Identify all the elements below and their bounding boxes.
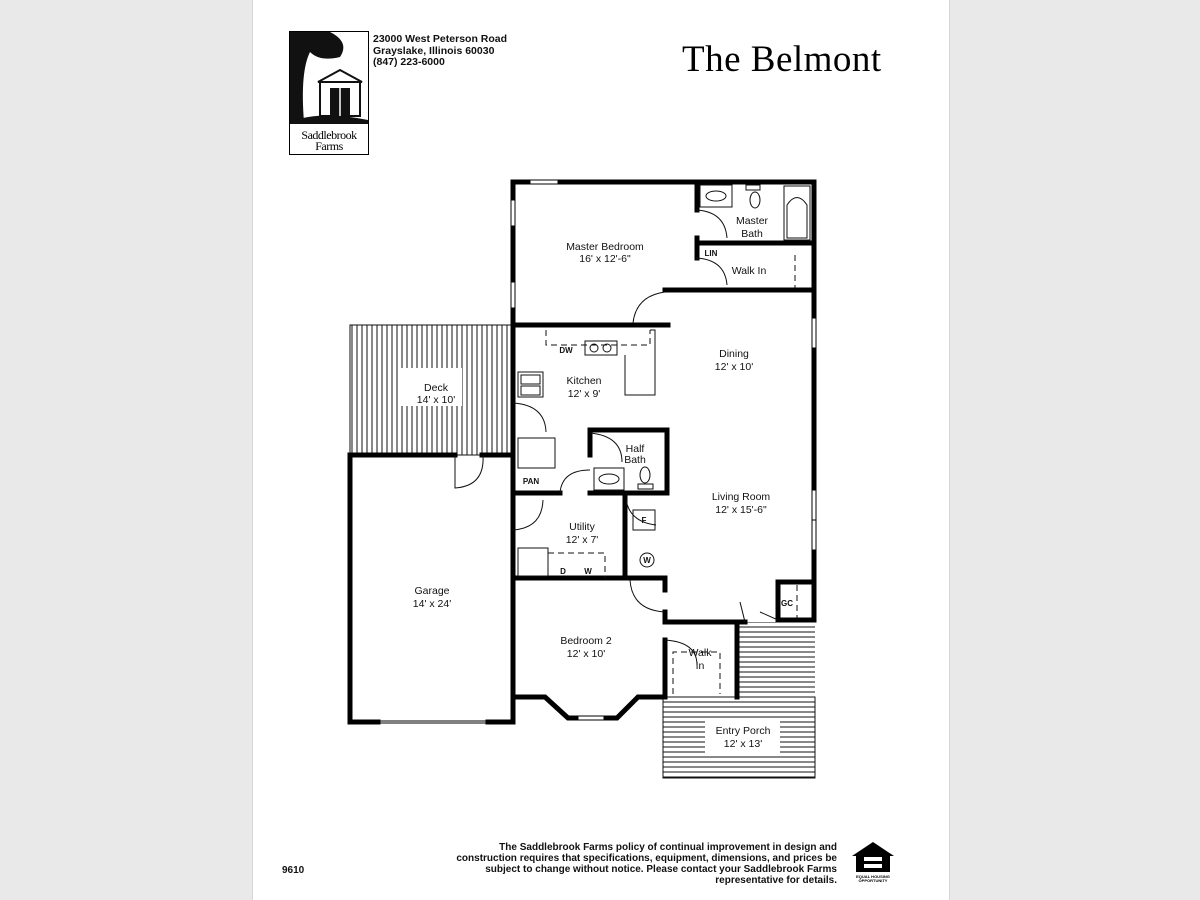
pantry-label: PAN bbox=[523, 477, 540, 486]
walls bbox=[347, 179, 817, 725]
master-bedroom-size: 16' x 12'-6" bbox=[579, 253, 631, 265]
kitchen-label: Kitchen bbox=[566, 375, 601, 387]
master-bath-label: Master bbox=[736, 215, 769, 227]
living-room-size: 12' x 15'-6" bbox=[715, 504, 767, 516]
utility-size: 12' x 7' bbox=[566, 534, 599, 546]
kitchen-size: 12' x 9' bbox=[568, 388, 601, 400]
walk-in-master-label: Walk In bbox=[732, 265, 767, 277]
furnace-label: F bbox=[642, 516, 647, 525]
walk-in-bed2-label-2: In bbox=[696, 660, 705, 672]
dishwasher-label: DW bbox=[559, 346, 573, 355]
half-bath-label-2: Bath bbox=[624, 454, 646, 466]
dining-label: Dining bbox=[719, 348, 749, 360]
address-street: 23000 West Peterson Road bbox=[373, 33, 508, 45]
bedroom2-size: 12' x 10' bbox=[567, 648, 605, 660]
svg-text:EQUAL HOUSING: EQUAL HOUSING bbox=[856, 874, 890, 879]
doors-fixtures bbox=[454, 184, 811, 694]
half-bath-label: Half bbox=[626, 443, 645, 455]
water-heater-label: W bbox=[643, 556, 651, 565]
address-phone: (847) 223-6000 bbox=[373, 56, 445, 68]
entry-porch bbox=[662, 622, 816, 779]
garage-label: Garage bbox=[414, 585, 449, 597]
windows bbox=[379, 179, 817, 724]
equal-housing-opportunity-icon: EQUAL HOUSING OPPORTUNITY bbox=[852, 842, 894, 882]
entry-porch-label: Entry Porch bbox=[716, 725, 771, 737]
entry-porch-size: 12' x 13' bbox=[724, 738, 762, 750]
living-room-label: Living Room bbox=[712, 491, 771, 503]
dining-size: 12' x 10' bbox=[715, 361, 753, 373]
deck-label: Deck bbox=[424, 382, 449, 394]
guest-closet-label: GC bbox=[781, 599, 793, 608]
garage-size: 14' x 24' bbox=[413, 598, 451, 610]
disclaimer-text: The Saddlebrook Farms policy of continua… bbox=[456, 842, 837, 886]
utility-label: Utility bbox=[569, 521, 595, 533]
washer-label: W bbox=[584, 567, 592, 576]
walk-in-bed2-label: Walk bbox=[689, 647, 713, 659]
logo-house-tree-illustration bbox=[290, 32, 368, 124]
master-bath-label-2: Bath bbox=[741, 228, 763, 240]
plan-code: 9610 bbox=[282, 865, 305, 876]
address-block: 23000 West Peterson Road Grayslake, Illi… bbox=[373, 33, 508, 69]
deck-size: 14' x 10' bbox=[417, 394, 455, 406]
svg-text:OPPORTUNITY: OPPORTUNITY bbox=[859, 878, 888, 882]
linen-label: LIN bbox=[705, 249, 718, 258]
bedroom2-label: Bedroom 2 bbox=[560, 635, 612, 647]
master-bedroom-label: Master Bedroom bbox=[566, 241, 644, 253]
dryer-label: D bbox=[560, 567, 566, 576]
address-city: Grayslake, Illinois 60030 bbox=[373, 44, 495, 57]
plan-title: The Belmont bbox=[682, 39, 882, 80]
